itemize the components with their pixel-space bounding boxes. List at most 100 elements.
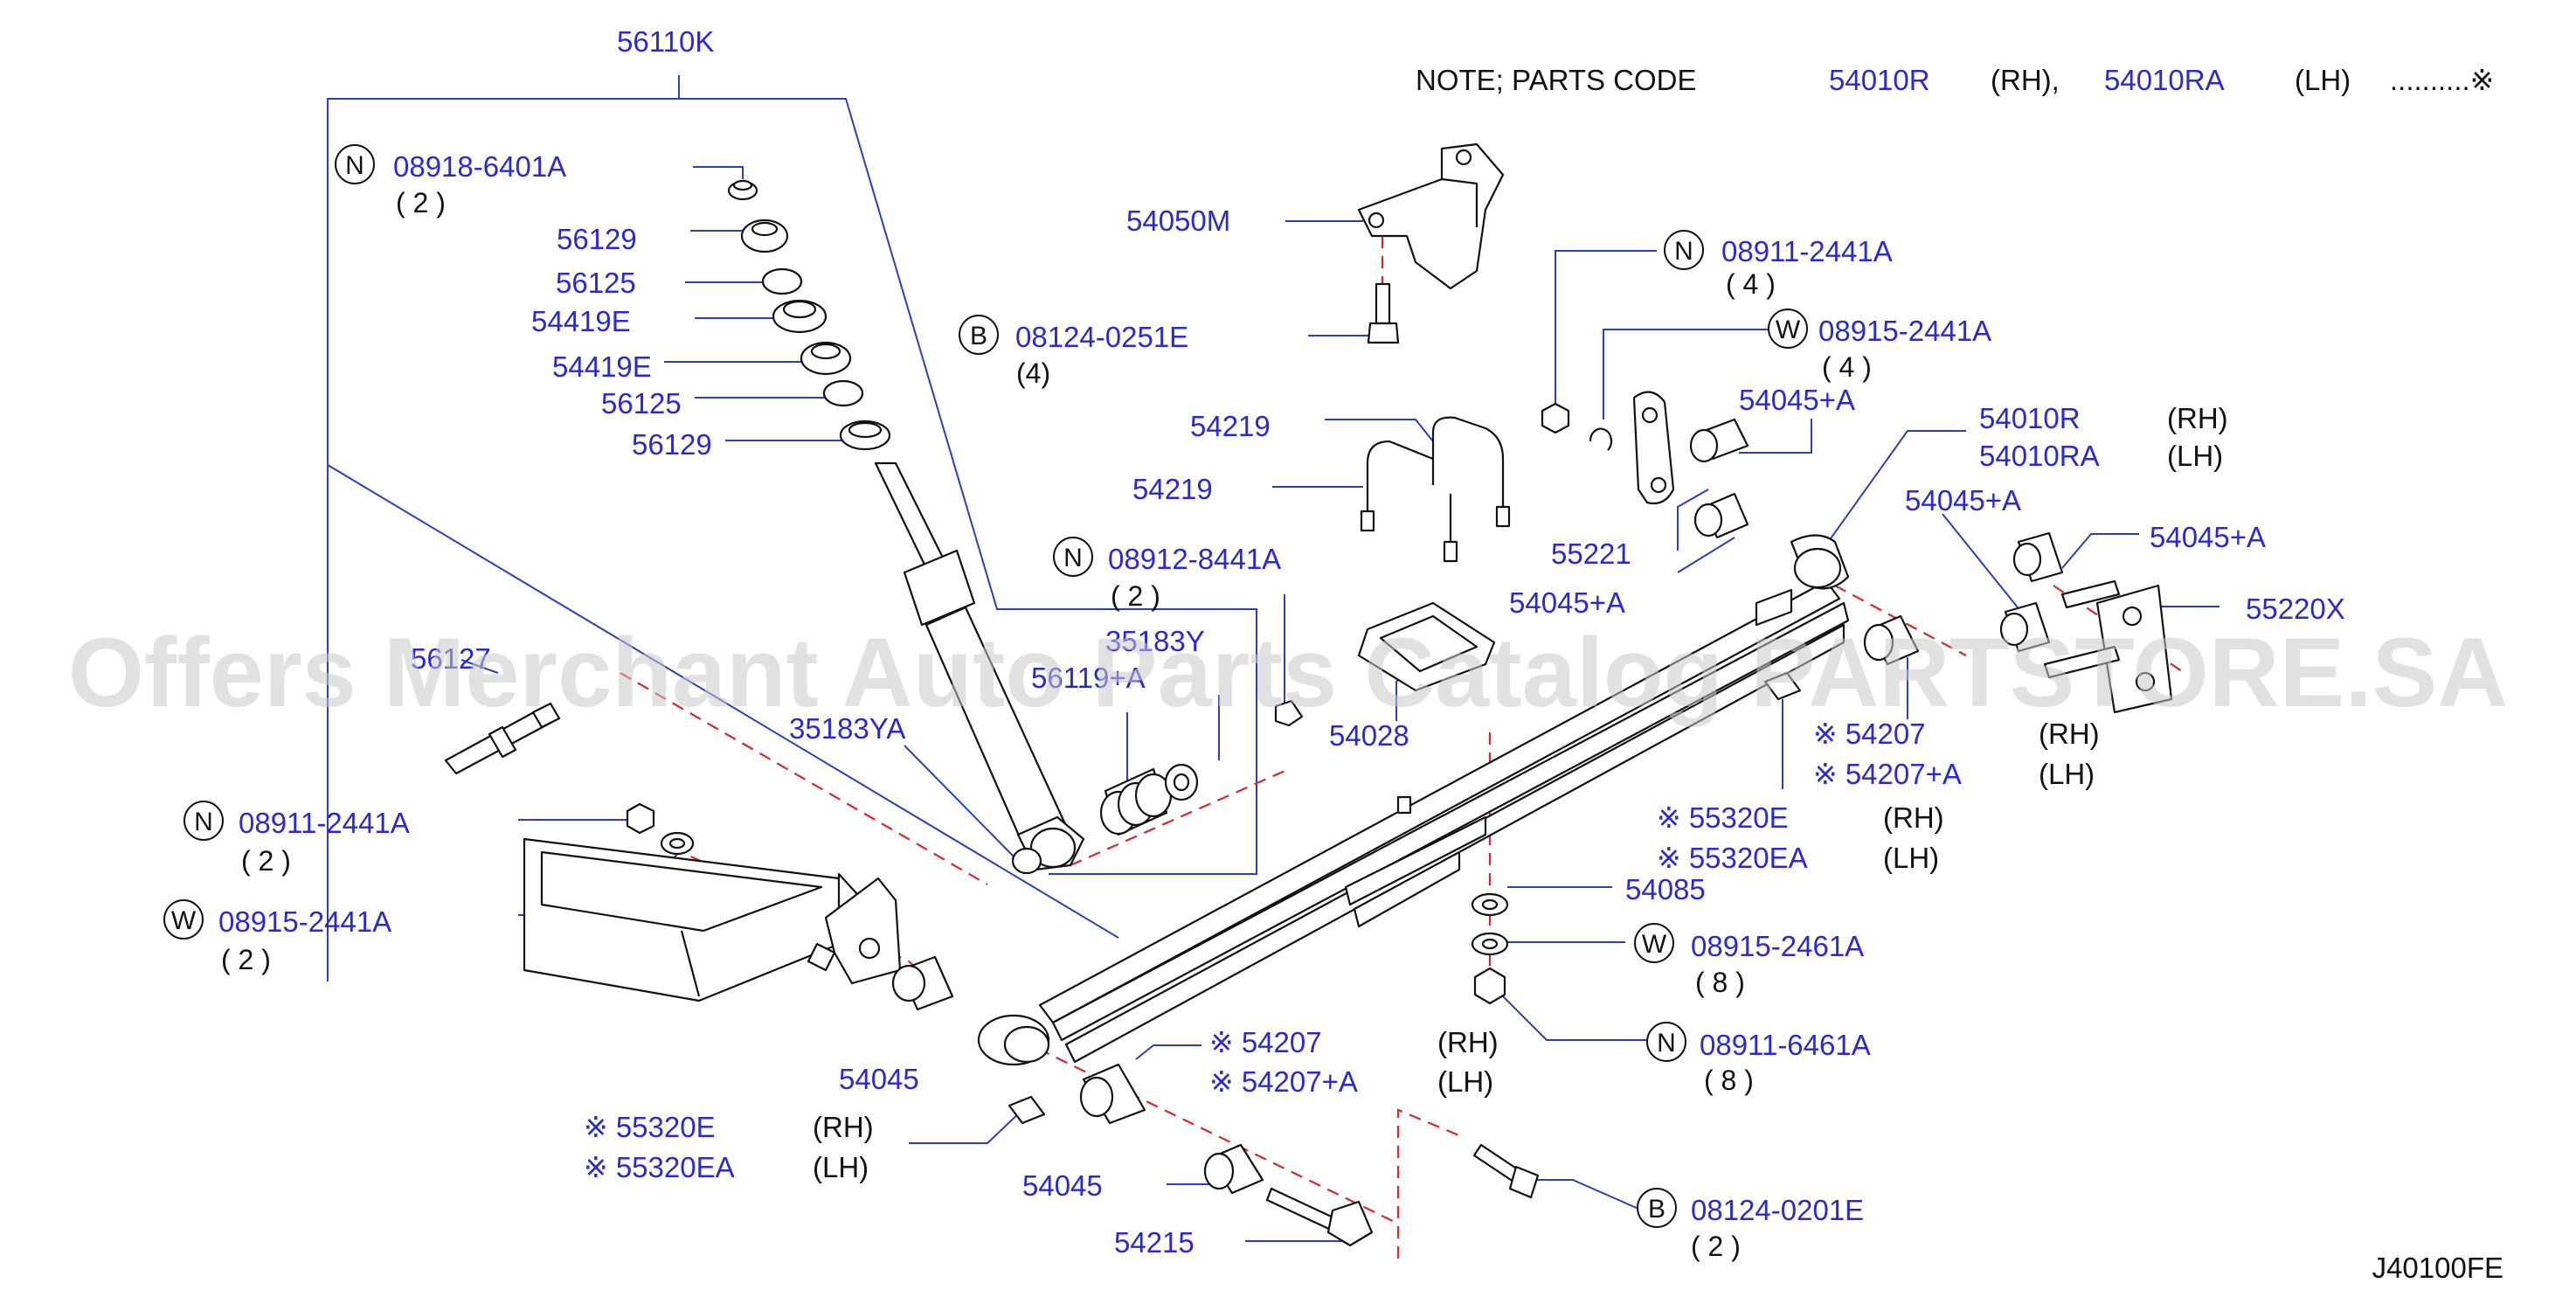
label-56119a[interactable]: 56119+A [1031,662,1146,694]
label-54207-right[interactable]: ※ 54207 [1813,718,1926,750]
label-54207a-right[interactable]: ※ 54207+A [1813,758,1962,790]
diagram-code: J40100FE [2372,1252,2503,1284]
label-54010r[interactable]: 54010R [1979,402,2081,434]
label-54045-left-1[interactable]: 54045 [839,1063,919,1095]
lh-54207a-left: (LH) [1437,1065,1493,1098]
label-54085[interactable]: 54085 [1625,873,1706,905]
label-54010ra[interactable]: 54010RA [1979,440,2100,472]
label-55320ea-left[interactable]: ※ 55320EA [584,1151,735,1183]
label-08911-2441a-right[interactable]: 08911-2441A [1721,235,1893,267]
label-08915-2461a[interactable]: 08915-2461A [1691,930,1864,962]
watermark-text: Offers Merchant Auto Parts Catalog PARTS… [68,618,2508,727]
parts-code-note: NOTE; PARTS CODE 54010R (RH), 54010RA (L… [1416,64,2494,96]
bushings-left [891,955,1264,1195]
label-54219-b[interactable]: 54219 [1132,473,1213,505]
circle-markers: N N W N B N W W N B [163,144,1808,1228]
rear-shackle-55220x [1863,531,2173,714]
b-marker-letter: B [1648,1195,1665,1224]
label-54215[interactable]: 54215 [1114,1226,1195,1259]
note-rh: (RH), [1991,64,2060,96]
label-08912-8441a[interactable]: 08912-8441A [1108,543,1281,575]
lh-55320ea-left: (LH) [813,1151,869,1183]
label-35183y[interactable]: 35183Y [1105,625,1205,657]
n-marker-08911-6461a [1646,1022,1686,1062]
note-code-rh[interactable]: 54010R [1829,64,1930,96]
label-54045a-2[interactable]: 54045+A [1509,586,1625,619]
label-56129-b[interactable]: 56129 [632,428,712,461]
label-08124-0201e[interactable]: 08124-0201E [1691,1194,1864,1226]
rh-55320e-right: (RH) [1883,801,1944,834]
w-marker-letter: W [171,906,197,935]
qty-08124-0201e: ( 2 ) [1691,1231,1741,1262]
qty-08915-2461a: ( 8 ) [1695,967,1745,998]
label-08915-2441a-left[interactable]: 08915-2441A [218,905,391,938]
b-marker-letter: B [970,322,987,350]
label-56125-b[interactable]: 56125 [601,387,682,420]
label-55320e-right[interactable]: ※ 55320E [1657,801,1789,834]
label-54219-a[interactable]: 54219 [1190,410,1271,442]
shackle-hardware-right [1541,391,1749,539]
label-08915-2441a-right[interactable]: 08915-2441A [1818,315,1991,347]
bolt-08124-0251e [1367,282,1400,344]
n-marker-letter: N [1674,237,1693,266]
label-54028[interactable]: 54028 [1329,719,1409,752]
rh-54010r: (RH) [2167,402,2228,434]
label-08911-6461a[interactable]: 08911-6461A [1700,1029,1871,1061]
label-56110k[interactable]: 56110K [617,25,714,58]
label-54045a-1[interactable]: 54045+A [1739,384,1855,416]
bushing-set-35183 [1099,699,1304,836]
label-55221[interactable]: 55221 [1551,538,1631,570]
label-08124-0251e[interactable]: 08124-0251E [1015,321,1188,353]
leaf-spring [977,534,1850,1066]
label-54419e-b[interactable]: 54419E [552,350,652,383]
upper-mount-stack [727,179,891,451]
part-labels: 56110K 08918-6401A ( 2 ) 56129 56125 544… [218,25,2345,1262]
label-08911-2441a-left[interactable]: 08911-2441A [239,807,410,839]
u-bolts-54219 [1360,416,1511,563]
shackle-54215 [1265,1187,1374,1247]
label-55220x[interactable]: 55220X [2246,593,2345,625]
qty-08911-2441a-right: ( 4 ) [1726,268,1776,300]
front-hanger-bracket [807,877,902,985]
n-marker-letter: N [194,808,213,836]
lh-54010ra: (LH) [2167,440,2223,472]
b-marker-08124-0251e [959,315,999,355]
label-54045a-3[interactable]: 54045+A [1905,484,2021,517]
stud-56127 [444,702,561,775]
label-56127[interactable]: 56127 [411,642,491,675]
label-54050m[interactable]: 54050M [1126,205,1230,237]
n-marker-08911-left [184,801,224,841]
note-code-lh[interactable]: 54010RA [2104,64,2225,96]
spring-clips [1008,671,1802,1125]
qty-08915-2441a-left: ( 2 ) [221,944,271,975]
label-55320e-left[interactable]: ※ 55320E [584,1111,716,1143]
label-54207-left[interactable]: ※ 54207 [1209,1026,1322,1058]
label-55320ea-right[interactable]: ※ 55320EA [1657,842,1808,874]
bolt-08124-0201e [1472,1143,1540,1199]
qty-08124-0251e: (4) [1016,357,1050,389]
label-35183ya[interactable]: 35183YA [789,712,905,745]
n-marker-08911-right [1664,230,1704,270]
label-54045a-4[interactable]: 54045+A [2150,521,2266,553]
w-marker-08915-2461a [1634,923,1674,963]
pad-54028 [1357,601,1496,692]
washers-nuts-center [1471,892,1509,1005]
label-54419e-a[interactable]: 54419E [531,305,631,337]
label-54045-left-2[interactable]: 54045 [1022,1169,1103,1202]
label-54207a-left[interactable]: ※ 54207+A [1209,1065,1358,1098]
note-dots: ..........※ [2390,64,2494,96]
left-nut-washer [626,802,695,856]
n-marker-08918 [335,144,375,184]
shock-absorber [874,461,1085,875]
label-56129-a[interactable]: 56129 [557,223,637,255]
lh-54207a-right: (LH) [2039,758,2095,790]
upper-bracket-54050m [1357,142,1505,290]
n-marker-letter: N [345,151,364,180]
lh-55320ea-right: (LH) [1883,842,1939,874]
label-56125-a[interactable]: 56125 [556,267,636,299]
qty-08918-6401a: ( 2 ) [396,187,446,218]
note-lh: (LH) [2295,64,2351,96]
qty-08911-2441a-left: ( 2 ) [241,845,291,877]
label-08918-6401a[interactable]: 08918-6401A [393,150,566,183]
note-prefix: NOTE; PARTS CODE [1416,64,1697,96]
